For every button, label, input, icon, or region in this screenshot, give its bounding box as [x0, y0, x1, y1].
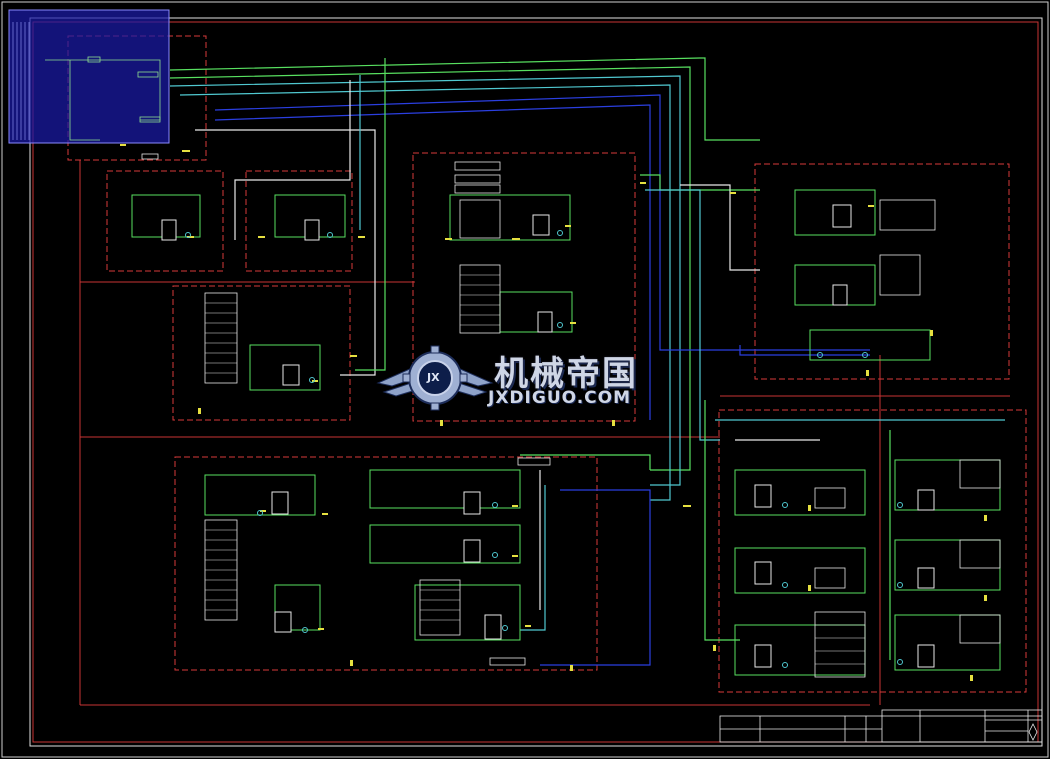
box-center [412, 152, 636, 422]
box-right-top [754, 163, 1010, 380]
distribution-pipes [169, 57, 1005, 666]
title-block [719, 709, 1043, 743]
watermark: JX 机械帝国 JXDIGUO.COM [376, 344, 676, 416]
terminal-lists [204, 161, 1001, 678]
gear-logo-icon [402, 345, 468, 411]
box-small-2 [245, 170, 353, 272]
box-mid-left [172, 285, 351, 421]
box-bottom-left [174, 456, 598, 671]
main-red-lines [79, 160, 1010, 706]
yellow-tags [120, 144, 987, 681]
watermark-title: 机械帝国 [494, 354, 638, 394]
unit-blocks [161, 204, 935, 668]
terminal-list-dividers [205, 274, 865, 665]
box-small-1 [106, 170, 224, 272]
equipment-loops [131, 189, 1001, 676]
watermark-logo-letters: JX [427, 371, 440, 384]
box-bottom-right [718, 409, 1027, 693]
inner-frame-red [32, 21, 1039, 743]
selection-overlay[interactable] [8, 9, 170, 144]
watermark-subtitle: JXDIGUO.COM [488, 388, 632, 408]
inner-frame [29, 17, 1043, 747]
watermark-logo [376, 345, 494, 411]
pump-symbols [185, 230, 903, 668]
selection-contents [45, 56, 161, 160]
selection-grid-lines [12, 22, 30, 140]
